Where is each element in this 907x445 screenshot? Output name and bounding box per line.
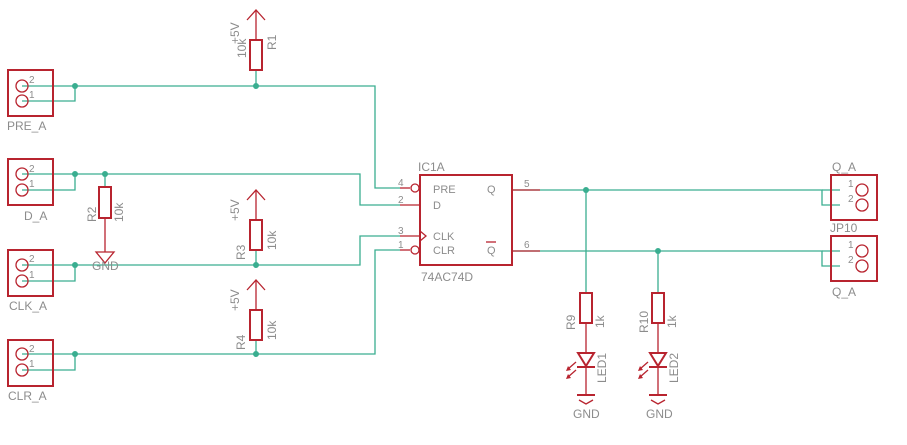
connector-q-a[interactable]: 1 2 Q_A — [830, 160, 878, 221]
wires — [22, 70, 840, 371]
connector-label: Q_A — [832, 285, 856, 299]
connector-jp10[interactable]: 1 2 JP10 Q_A — [830, 221, 878, 299]
wire-d — [22, 173, 400, 206]
resistor-name: R2 — [85, 206, 99, 222]
connector-clr-a[interactable]: 2 1 CLR_A — [7, 339, 54, 403]
pin-number: 1 — [29, 90, 35, 101]
resistor-r3[interactable]: R3 10k — [234, 219, 279, 260]
supply-r4: +5V — [228, 279, 266, 311]
pin-number: 6 — [524, 240, 530, 251]
resistor-value: 10k — [235, 38, 249, 58]
junction — [72, 83, 78, 89]
ic-name: IC1A — [418, 160, 445, 174]
pin-number: 2 — [398, 195, 404, 206]
resistor-r10[interactable]: R10 1k — [637, 292, 679, 333]
resistor-value: 10k — [112, 202, 126, 222]
led-name: LED1 — [595, 353, 609, 383]
junction — [72, 171, 78, 177]
pin-number: 2 — [29, 254, 35, 265]
led-led2[interactable]: LED2 GND — [638, 323, 681, 421]
ic-74ac74d[interactable]: IC1A 74AC74D 4 2 3 1 5 6 PRE D CLK CLR Q… — [398, 160, 540, 284]
resistor-r1[interactable]: R1 10k — [235, 34, 279, 71]
resistor-name: R1 — [265, 34, 279, 50]
pin-number: 2 — [848, 255, 854, 266]
pin-number: 1 — [848, 240, 854, 251]
connector-label: PRE_A — [7, 119, 46, 133]
junction — [253, 83, 259, 89]
junction — [102, 171, 108, 177]
resistor-value: 10k — [265, 320, 279, 340]
pin-number: 3 — [398, 226, 404, 237]
junction — [72, 262, 78, 268]
junction — [583, 187, 589, 193]
pin-label-clr: CLR — [433, 245, 455, 257]
pin-number: 2 — [29, 164, 35, 175]
resistor-name: R10 — [637, 311, 651, 333]
junction — [253, 351, 259, 357]
junctions — [72, 83, 661, 357]
connector-label: D_A — [24, 209, 47, 223]
ic-part: 74AC74D — [421, 270, 473, 284]
connector-d-a[interactable]: 2 1 D_A — [7, 158, 54, 223]
led-name: LED2 — [667, 353, 681, 383]
ground-label: GND — [573, 407, 600, 421]
pin-number: 1 — [29, 359, 35, 370]
pin-number: 1 — [29, 179, 35, 190]
resistor-name: R3 — [234, 244, 248, 260]
wire-q — [512, 189, 840, 206]
pin-label-qn: Q — [487, 245, 496, 257]
supply-r3: +5V — [228, 189, 266, 221]
wire-qn — [512, 250, 840, 267]
resistor-r4[interactable]: R4 10k — [234, 309, 279, 350]
wire-clk — [22, 235, 400, 282]
resistor-value: 1k — [593, 314, 607, 328]
pin-number: 1 — [848, 179, 854, 190]
supply-r1: +5V — [228, 9, 266, 44]
pin-number: 1 — [29, 270, 35, 281]
ground-label: GND — [92, 259, 119, 273]
connector-label: Q_A — [832, 160, 856, 174]
junction — [72, 351, 78, 357]
supply-label: +5V — [228, 22, 242, 44]
connector-clk-a[interactable]: 2 1 CLK_A — [7, 249, 54, 313]
wire-clr — [22, 249, 400, 371]
pin-number: 2 — [848, 194, 854, 205]
pin-label-pre: PRE — [433, 184, 456, 196]
pin-label-q: Q — [487, 184, 496, 196]
pin-number: 2 — [29, 75, 35, 86]
pin-number: 5 — [524, 179, 530, 190]
pin-label-clk: CLK — [433, 231, 455, 243]
pin-number: 1 — [398, 240, 404, 251]
resistor-value: 1k — [665, 314, 679, 328]
connector-label: CLR_A — [8, 389, 47, 403]
supply-label: +5V — [228, 199, 242, 221]
junction — [253, 262, 259, 268]
resistor-name: R4 — [234, 334, 248, 350]
wire-pre — [22, 85, 400, 189]
led-led1[interactable]: LED1 GND — [566, 323, 609, 421]
pin-number: 4 — [398, 178, 404, 189]
resistor-value: 10k — [265, 230, 279, 250]
resistor-r2[interactable]: R2 10k GND — [85, 186, 126, 273]
connector-pre-a[interactable]: 2 1 PRE_A — [7, 69, 54, 133]
connector-name: JP10 — [830, 221, 858, 235]
supply-label: +5V — [228, 289, 242, 311]
pin-label-d: D — [433, 200, 441, 212]
resistor-name: R9 — [564, 314, 578, 330]
connector-label: CLK_A — [9, 299, 47, 313]
ground-label: GND — [646, 407, 673, 421]
junction — [655, 248, 661, 254]
pin-number: 2 — [29, 344, 35, 355]
